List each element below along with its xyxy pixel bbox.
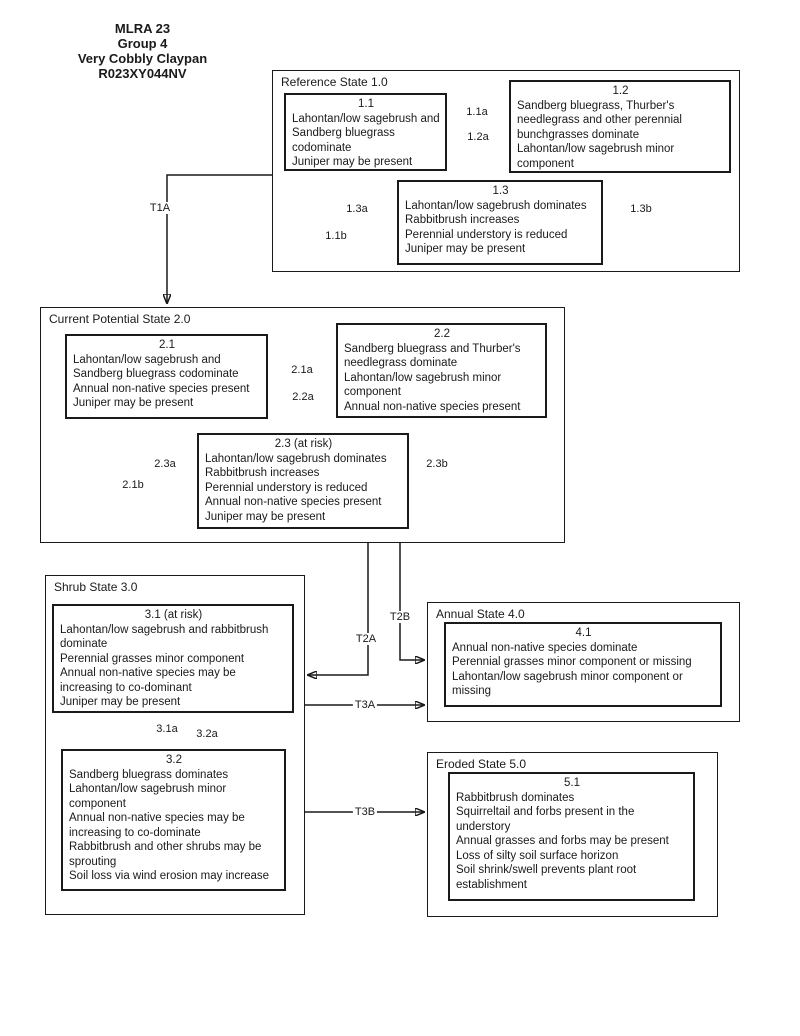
community-box-1-2: 1.2 Sandberg bluegrass, Thurber's needle… [509, 80, 731, 173]
community-description: Sandberg bluegrass and Thurber's needleg… [344, 342, 521, 413]
site-header-line-code: R023XY044NV [98, 66, 187, 81]
transition-label-1-2a: 1.2a [465, 131, 491, 143]
transition-label-2-1a: 2.1a [289, 364, 315, 376]
state-box-current-potential-2-0: Current Potential State 2.0 2.1 Lahontan… [40, 307, 565, 543]
community-box-2-1: 2.1 Lahontan/low sagebrush and Sandberg … [65, 334, 268, 419]
site-header-line-group: Group 4 [117, 36, 168, 51]
transition-label-2-3a: 2.3a [152, 458, 178, 470]
transition-label-3-2a: 3.2a [194, 728, 220, 740]
site-header-line-mlra: MLRA 23 [114, 21, 171, 36]
community-description: Lahontan/low sagebrush and rabbitbrush d… [60, 623, 269, 709]
state-box-annual-4-0: Annual State 4.0 4.1 Annual non-native s… [427, 602, 740, 722]
community-title: 1.2 [612, 85, 629, 97]
community-box-2-3: 2.3 (at risk) Lahontan/low sagebrush dom… [197, 433, 409, 529]
community-description: Lahontan/low sagebrush dominates Rabbitb… [205, 452, 387, 523]
transition-label-3-1a: 3.1a [154, 723, 180, 735]
transition-label-t2a: T2A [353, 633, 379, 645]
transition-label-1-3b: 1.3b [628, 203, 654, 215]
community-description: Lahontan/low sagebrush dominates Rabbitb… [405, 199, 587, 256]
transition-label-1-1b: 1.1b [323, 230, 349, 242]
state-title: Annual State 4.0 [436, 607, 525, 621]
state-box-shrub-3-0: Shrub State 3.0 3.1 (at risk) Lahontan/l… [45, 575, 305, 915]
community-box-1-1: 1.1 Lahontan/low sagebrush and Sandberg … [284, 93, 447, 171]
state-box-eroded-5-0: Eroded State 5.0 5.1 Rabbitbrush dominat… [427, 752, 718, 917]
transition-label-t2b: T2B [387, 611, 413, 623]
transition-label-1-1a: 1.1a [464, 106, 490, 118]
transition-label-2-1b: 2.1b [120, 479, 146, 491]
community-box-1-3: 1.3 Lahontan/low sagebrush dominates Rab… [397, 180, 603, 265]
community-title: 3.1 (at risk) [144, 609, 203, 621]
community-title: 2.2 [434, 328, 450, 340]
site-header-line-name: Very Cobbly Claypan [77, 51, 208, 66]
community-box-3-2: 3.2 Sandberg bluegrass dominates Lahonta… [61, 749, 286, 891]
community-description: Lahontan/low sagebrush and Sandberg blue… [292, 112, 440, 169]
arrow-t1a [167, 174, 272, 303]
community-box-5-1: 5.1 Rabbitbrush dominates Squirreltail a… [448, 772, 695, 901]
community-title: 2.3 (at risk) [274, 438, 333, 450]
community-description: Sandberg bluegrass dominates Lahontan/lo… [69, 768, 270, 883]
transition-label-t3a: T3A [352, 699, 378, 711]
state-title: Current Potential State 2.0 [49, 312, 191, 326]
state-title: Shrub State 3.0 [54, 580, 138, 594]
transition-label-t1a: T1A [147, 202, 173, 214]
community-box-2-2: 2.2 Sandberg bluegrass and Thurber's nee… [336, 323, 547, 418]
community-title: 1.3 [492, 185, 509, 197]
community-description: Lahontan/low sagebrush and Sandberg blue… [73, 353, 250, 410]
community-title: 5.1 [564, 777, 580, 789]
state-box-reference-1-0: Reference State 1.0 1.1 Lahontan/low sag… [272, 70, 740, 272]
state-title: Eroded State 5.0 [436, 757, 527, 771]
transition-label-2-3b: 2.3b [424, 458, 450, 470]
transition-label-t3b: T3B [352, 806, 378, 818]
transition-label-2-2a: 2.2a [290, 391, 316, 403]
community-title: 3.2 [166, 754, 182, 766]
community-box-3-1: 3.1 (at risk) Lahontan/low sagebrush and… [52, 604, 294, 713]
arrow-t2a [308, 543, 369, 675]
community-box-4-1: 4.1 Annual non-native species dominate P… [444, 622, 722, 707]
arrow-t2b [399, 543, 424, 660]
state-title: Reference State 1.0 [281, 75, 388, 89]
community-description: Annual non-native species dominate Peren… [452, 641, 692, 698]
community-description: Rabbitbrush dominates Squirreltail and f… [456, 791, 669, 891]
transition-label-1-3a: 1.3a [344, 203, 370, 215]
community-title: 1.1 [358, 98, 374, 110]
community-description: Sandberg bluegrass, Thurber's needlegras… [517, 99, 682, 170]
community-title: 2.1 [159, 339, 175, 351]
community-title: 4.1 [575, 627, 592, 639]
site-header: MLRA 23 Group 4 Very Cobbly Claypan R023… [35, 21, 250, 81]
